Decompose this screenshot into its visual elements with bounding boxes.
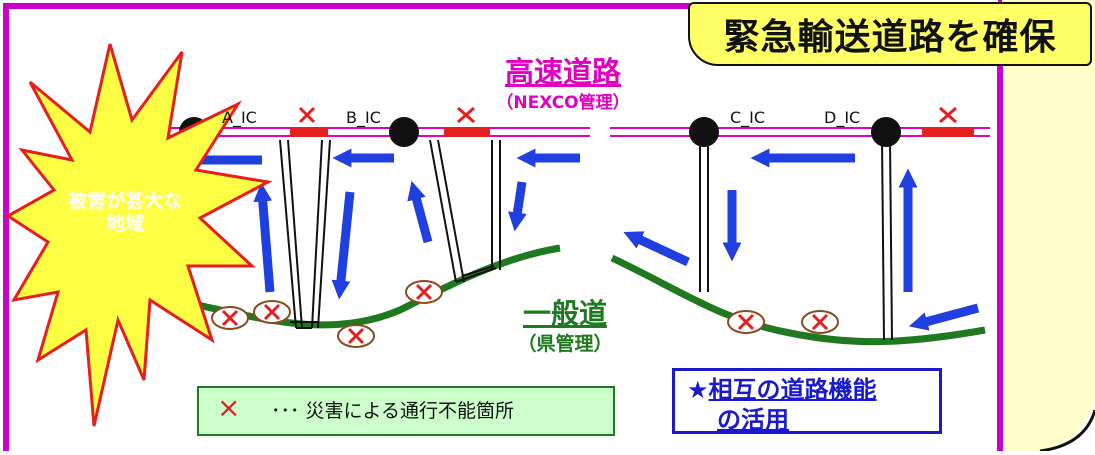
page-title: 緊急輸送道路を確保 xyxy=(688,2,1092,66)
arrow-upleft xyxy=(623,231,690,267)
road-damage-marks xyxy=(211,280,839,348)
ramp-b-left xyxy=(429,139,465,283)
general-road-manager-label: （県管理） xyxy=(517,333,613,355)
expressway-manager-label: （NEXCO管理） xyxy=(496,93,630,113)
general-road-right xyxy=(610,254,986,346)
legend-blocked-icon: × xyxy=(217,391,241,424)
general-road-left xyxy=(187,244,561,329)
legend-text: ･･･ 災害による通行不能箇所 xyxy=(271,400,514,422)
note-line-1: ★相互の道路機能 xyxy=(687,377,877,403)
interchange-d-node xyxy=(871,117,901,147)
ramp-b-join xyxy=(455,265,497,283)
note-line-2: の活用 xyxy=(717,406,789,434)
interchange-b-label: B_IC xyxy=(346,108,381,127)
ramp-b-right xyxy=(491,140,501,270)
arrow-down xyxy=(331,191,355,300)
corner-curve xyxy=(1039,409,1095,453)
blocked-segment xyxy=(290,128,328,137)
general-road-label: 一般道 xyxy=(522,297,607,330)
star-icon: ★ xyxy=(687,376,709,404)
arrow-up xyxy=(253,182,275,293)
ramp-d xyxy=(881,139,893,341)
legend: × ･･･ 災害による通行不能箇所 xyxy=(197,386,615,436)
mutual-use-note: ★相互の道路機能 の活用 xyxy=(672,368,942,434)
ramps xyxy=(279,139,893,341)
expressway-label: 高速道路 xyxy=(504,55,621,89)
arrow-up xyxy=(407,180,433,244)
ramp-a-right xyxy=(311,139,331,329)
expressway-blocked-marks xyxy=(298,106,957,124)
blocked-segment xyxy=(444,128,490,137)
interchange-c-node xyxy=(689,117,719,147)
disaster-area-label: 被害が甚大な地域 xyxy=(67,190,182,235)
blocked-segment xyxy=(922,128,974,137)
arrow-down xyxy=(508,181,527,232)
interchange-a-label: A_IC xyxy=(222,108,257,127)
interchange-d-label: D_IC xyxy=(824,108,861,127)
interchange-b-node xyxy=(389,117,419,147)
interchange-c-label: C_IC xyxy=(730,108,766,127)
ramp-a-join xyxy=(290,321,318,329)
arrow-left xyxy=(908,303,980,331)
side-background-panel xyxy=(1000,0,1095,451)
ramp-a-left xyxy=(279,139,303,329)
disaster-area-burst xyxy=(5,43,273,427)
note-text-1: 相互の道路機能 xyxy=(708,376,877,404)
ramp-c xyxy=(699,140,709,292)
